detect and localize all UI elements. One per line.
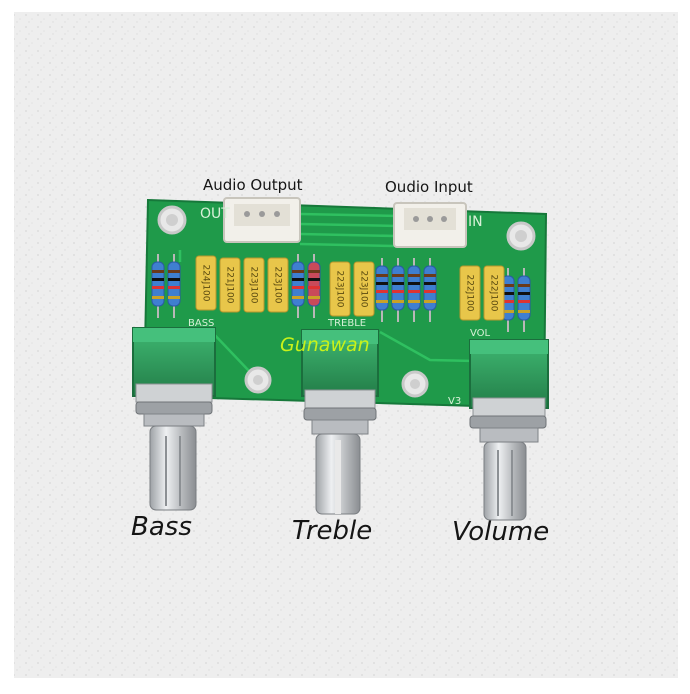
capacitor-marking: 223J100 (359, 270, 369, 307)
treble-potentiometer (301, 329, 379, 515)
resistors (151, 254, 531, 332)
capacitor-marking: 222J100 (489, 274, 499, 311)
capacitor-marking: 222J100 (465, 274, 475, 311)
resistor (391, 258, 405, 322)
capacitor: 224J100 (195, 255, 217, 311)
label-treble: Treble (292, 516, 373, 546)
silk-vol: VOL (470, 328, 491, 339)
capacitor: 223J100 (267, 257, 289, 313)
resistor (307, 254, 321, 318)
resistor (375, 258, 389, 322)
pcb-traces (178, 212, 521, 373)
watermark-text: Gunawan (280, 334, 370, 356)
silk-out: OUT (200, 206, 230, 222)
resistor (517, 268, 531, 332)
capacitor-marking: 223J100 (335, 270, 345, 307)
capacitor-marking: 224J100 (201, 264, 211, 301)
resistor (407, 258, 421, 322)
resistor (423, 258, 437, 322)
silk-treble: TREBLE (328, 318, 367, 329)
volume-potentiometer (469, 339, 549, 521)
output-connector (223, 197, 301, 243)
capacitor: 222J100 (483, 265, 505, 321)
silk-v3: V3 (448, 396, 462, 407)
capacitors: 224J100 221J100 223J100 223J100 223J100 223J1… (195, 255, 505, 321)
capacitor: 223J100 (353, 261, 375, 317)
capacitor: 223J100 (243, 257, 265, 313)
resistor (501, 268, 515, 332)
label-audio-input: Oudio Input (385, 178, 473, 196)
label-bass: Bass (131, 512, 192, 542)
capacitor: 222J100 (459, 265, 481, 321)
capacitor: 221J100 (219, 257, 241, 313)
resistor (167, 254, 181, 318)
capacitor-marking: 223J100 (249, 266, 259, 303)
capacitor-marking: 223J100 (273, 266, 283, 303)
resistor (151, 254, 165, 318)
mounting-holes (157, 205, 536, 398)
label-audio-output: Audio Output (203, 176, 303, 194)
label-volume: Volume (452, 517, 550, 547)
capacitor-marking: 221J100 (225, 266, 235, 303)
silk-bass: BASS (188, 318, 215, 329)
silk-in: IN (468, 214, 483, 230)
capacitor: 223J100 (329, 261, 351, 317)
input-connector (393, 202, 467, 248)
bass-potentiometer (132, 327, 216, 511)
resistor (291, 254, 305, 318)
